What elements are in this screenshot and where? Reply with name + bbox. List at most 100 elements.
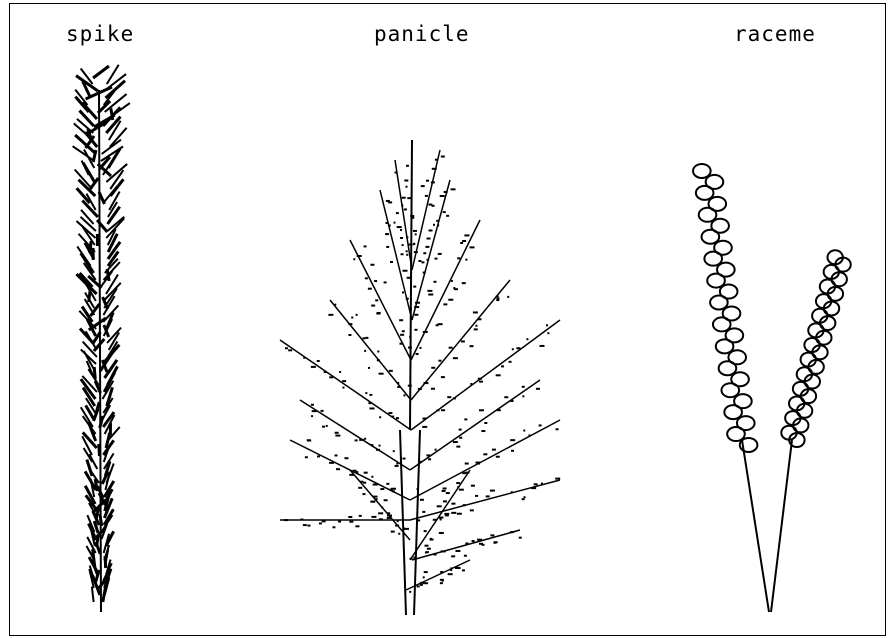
panicle-spikelet	[459, 489, 464, 491]
panicle-spikelet	[441, 550, 446, 552]
spike-floret	[93, 66, 109, 78]
panicle-spikelet	[360, 481, 363, 483]
panicle-spikelet	[401, 253, 404, 255]
panicle-spikelet	[440, 571, 443, 573]
panicle-spikelet	[322, 426, 325, 428]
panicle-spikelet	[432, 168, 437, 170]
panicle-spikelet	[344, 457, 348, 459]
panicle-spikelet	[371, 305, 375, 307]
panicle-spikelet	[389, 370, 393, 372]
panicle-spikelet	[380, 488, 384, 490]
panicle-spikelet	[399, 319, 403, 321]
panicle-spikelet	[451, 555, 455, 557]
panicle-spikelet	[355, 439, 358, 441]
panicle-spikelet	[441, 156, 445, 158]
panicle-spikelet	[441, 376, 445, 378]
panicle-spikelet	[364, 350, 366, 352]
panicle-spikelet	[547, 332, 549, 334]
panicle-spikelet	[398, 533, 400, 535]
panicle-spikelet	[407, 197, 411, 199]
panicle-spikelet	[459, 429, 462, 431]
panicle-spikelet	[407, 277, 411, 279]
panicle-spikelet	[349, 474, 354, 476]
panicle-spikelet	[478, 318, 482, 320]
panicle-spikelet	[473, 311, 478, 313]
panicle-spikelet	[312, 410, 317, 412]
panicle-spikelet	[362, 493, 365, 495]
panicle-spikelet	[446, 215, 449, 217]
panicle-spikelet	[348, 334, 351, 336]
panicle-spikelet	[433, 224, 435, 226]
panicle-spikelet	[440, 518, 442, 520]
panicle-spikelet	[357, 255, 362, 257]
panicle-spikelet	[510, 531, 514, 533]
panicle-spikelet	[409, 308, 412, 310]
panicle-spikelet	[362, 337, 365, 339]
panicle-spikelet	[395, 525, 399, 527]
panicle-spikelet	[319, 522, 322, 524]
panicle-spikelet	[370, 501, 375, 503]
panicle-spikelet	[475, 325, 477, 327]
panicle-spikelet	[384, 281, 387, 283]
panicle-spikelet	[399, 343, 403, 345]
spike-spikelet	[92, 587, 94, 602]
panicle-spikelet	[497, 409, 501, 411]
panicle-spikelet	[425, 246, 429, 248]
panicle-spikelets	[284, 156, 560, 593]
panicle-spikelet	[389, 225, 391, 227]
panicle-spikelet	[465, 472, 469, 474]
raceme-right-stem	[771, 440, 792, 612]
panicle-spikelet	[470, 509, 474, 511]
panicle-spikelet	[427, 290, 432, 292]
panicle-spikelet	[460, 242, 463, 244]
panicle-spikelet	[440, 582, 443, 584]
panicle-spikelet	[311, 415, 313, 417]
panicle-spikelet	[335, 435, 340, 437]
panicle-spikelet	[416, 353, 419, 355]
panicle-spikelet	[305, 456, 308, 458]
panicle-spikelet	[374, 280, 377, 282]
panicle-spikelet	[443, 500, 447, 502]
spike-floret	[100, 514, 102, 526]
panicle-spikelet	[433, 519, 437, 521]
spike-spikelets	[73, 65, 130, 602]
panicle-spikelet	[365, 392, 367, 394]
panicle-spikelet	[365, 337, 368, 339]
raceme-spikelet	[708, 197, 726, 211]
panicle-spikelet	[462, 240, 466, 242]
panicle-spikelet	[368, 402, 371, 404]
panicle-spikelet	[419, 347, 421, 349]
panicle-spikelet	[478, 378, 482, 380]
panicle-spikelet	[415, 302, 420, 304]
panicle-spikelet	[475, 462, 480, 464]
panicle-spikelet	[379, 416, 381, 418]
panicle-spikelet	[396, 212, 399, 214]
panicle-spikelet	[329, 462, 334, 464]
panicle-spikelet	[465, 463, 469, 465]
panicle-spikelet	[409, 591, 411, 593]
panicle-spikelet	[481, 430, 485, 432]
panicle-spikelet	[504, 396, 508, 398]
raceme-spikelet	[714, 241, 732, 255]
panicle-spikelet	[307, 525, 310, 527]
panicle-spikelet	[423, 331, 428, 333]
panicle-spikelet	[427, 548, 431, 550]
panicle-spikelet	[483, 453, 487, 455]
panicle-spikelet	[363, 482, 366, 484]
panicle-spikelet	[317, 455, 320, 457]
panicle-branch	[412, 180, 450, 320]
panicle-spikelet	[307, 440, 311, 442]
panicle-spikelet	[539, 424, 542, 426]
panicle-spikelet	[462, 282, 466, 284]
panicle-spikelet	[462, 569, 465, 571]
spike-floret	[96, 542, 101, 554]
panicle-spikelet	[392, 490, 395, 492]
panicle-spikelet	[448, 299, 453, 301]
panicle-spikelet	[396, 463, 398, 465]
panicle-spikelet	[470, 246, 475, 248]
panicle-spikelet	[403, 527, 405, 529]
panicle-branch	[411, 220, 480, 360]
panicle-spikelet	[393, 450, 395, 452]
panicle-spikelet	[443, 211, 446, 213]
panicle-spikelet	[348, 323, 352, 325]
